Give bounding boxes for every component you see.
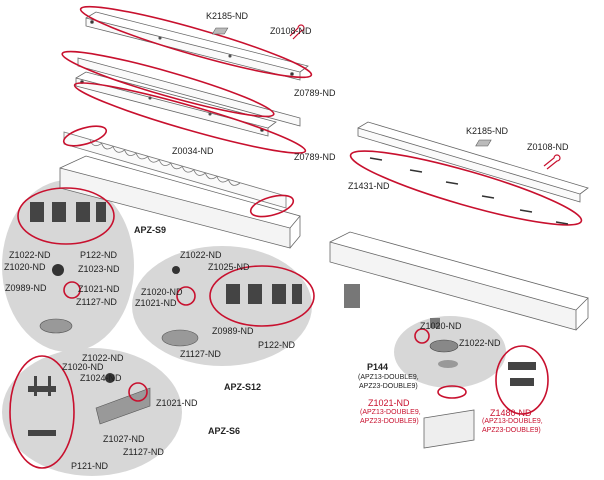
label-z1431: Z1431-ND <box>348 181 390 191</box>
z0108-hook-icon <box>289 24 305 40</box>
label-s12-z1020: Z1020-ND <box>141 287 183 297</box>
label-s12-z1021: Z1021-ND <box>135 298 177 308</box>
apz-s9-group-bg <box>2 180 134 352</box>
right-grate-frame <box>357 121 589 203</box>
highlight-z0789-a <box>61 50 275 118</box>
label-k2185-right: K2185-ND <box>466 126 509 136</box>
label-s9-p122: P122-ND <box>80 250 118 260</box>
label-s9-z1020: Z1020-ND <box>4 262 46 272</box>
label-s12-z1127: Z1127-ND <box>180 349 221 359</box>
highlight-z1431 <box>349 150 583 226</box>
label-z1021-bottom-sub2: APZ23-DOUBLE9) <box>360 418 419 425</box>
label-k2185-top: K2185-ND <box>206 11 249 21</box>
label-z1021-bottom-sub1: (APZ13-DOUBLE9, <box>360 409 421 416</box>
highlight-z0789-b <box>73 82 307 154</box>
label-s9-z0989: Z0989-ND <box>5 283 47 293</box>
p144-group-bg <box>394 316 506 388</box>
label-z0108-right: Z0108-ND <box>527 142 569 152</box>
label-z1021-bottom: Z1021-ND <box>368 398 410 408</box>
s6-leg-icons <box>28 376 56 436</box>
highlight-s12-legs <box>209 265 315 327</box>
highlight-z0034-right <box>249 194 295 218</box>
label-z0034: Z0034-ND <box>172 146 214 156</box>
label-apz-s6: APZ-S6 <box>208 426 241 436</box>
label-s12-p122: P122-ND <box>258 340 296 350</box>
label-s9-z1127: Z1127-ND <box>76 297 117 307</box>
p144-parts-icon <box>414 328 459 368</box>
label-p144: P144 <box>367 362 389 372</box>
label-s6-z1021: Z1021-ND <box>156 398 198 408</box>
bottom-drain-icon <box>423 385 475 449</box>
label-s9-z1021: Z1021-ND <box>78 284 120 294</box>
highlight-s6-legs <box>9 355 75 469</box>
s9-leg-icons <box>30 202 106 222</box>
label-p144-sub2: APZ23-DOUBLE9) <box>359 383 418 390</box>
left-grate-top <box>85 11 309 81</box>
highlight-k2185-top <box>79 5 313 79</box>
label-z0789-a: Z0789-ND <box>294 88 336 98</box>
label-apz-s12: APZ-S12 <box>224 382 262 392</box>
label-s12-z1025: Z1025-ND <box>208 262 250 272</box>
label-z0789-b: Z0789-ND <box>294 152 336 162</box>
label-s9-z1023: Z1023-ND <box>78 264 120 274</box>
label-s12-z0989: Z0989-ND <box>212 326 254 336</box>
label-rc-z1022: Z1022-ND <box>459 338 501 348</box>
highlight-z0034-left <box>62 125 108 147</box>
s12-leg-icons <box>226 284 302 304</box>
left-channel-body <box>59 155 301 249</box>
left-frame-rail <box>77 57 301 127</box>
right-channel-body <box>329 231 589 331</box>
label-s12-z1022: Z1022-ND <box>180 250 222 260</box>
label-z1480-sub2: APZ23-DOUBLE9) <box>482 427 541 434</box>
label-z1480: Z1480-ND <box>490 408 532 418</box>
label-z1480-sub1: (APZ13-DOUBLE9, <box>482 418 543 425</box>
label-rc-z1020: Z1020-ND <box>420 321 462 331</box>
z0108-right-hook-icon <box>543 154 561 170</box>
s12-drain-icon <box>161 266 199 347</box>
z1431-screws <box>369 157 569 225</box>
s6-drain-icon <box>95 373 151 425</box>
label-apz-s9: APZ-S9 <box>134 225 167 235</box>
highlight-s9-legs <box>17 187 115 245</box>
label-z0108-top: Z0108-ND <box>270 26 312 36</box>
label-s6-z1127: Z1127-ND <box>123 447 164 457</box>
label-s6-p121: P121-ND <box>71 461 109 471</box>
k2185-right-plate-icon <box>475 139 492 147</box>
label-s6-z1022: Z1022-ND <box>82 353 124 363</box>
highlight-z1480 <box>495 345 549 415</box>
k2185-plate-icon <box>211 27 229 35</box>
label-s9-z1022: Z1022-ND <box>9 250 51 260</box>
apz-s6-group-bg <box>2 348 182 476</box>
right-legs <box>344 284 440 328</box>
z1480-leg-icons <box>508 362 536 386</box>
label-s6-z1020: Z1020-ND <box>62 362 104 372</box>
s9-drain-icon <box>39 264 81 334</box>
label-s6-z1024: Z1024-ND <box>80 373 122 383</box>
label-s6-z1027: Z1027-ND <box>103 434 145 444</box>
label-p144-sub1: (APZ13-DOUBLE9, <box>358 374 419 381</box>
